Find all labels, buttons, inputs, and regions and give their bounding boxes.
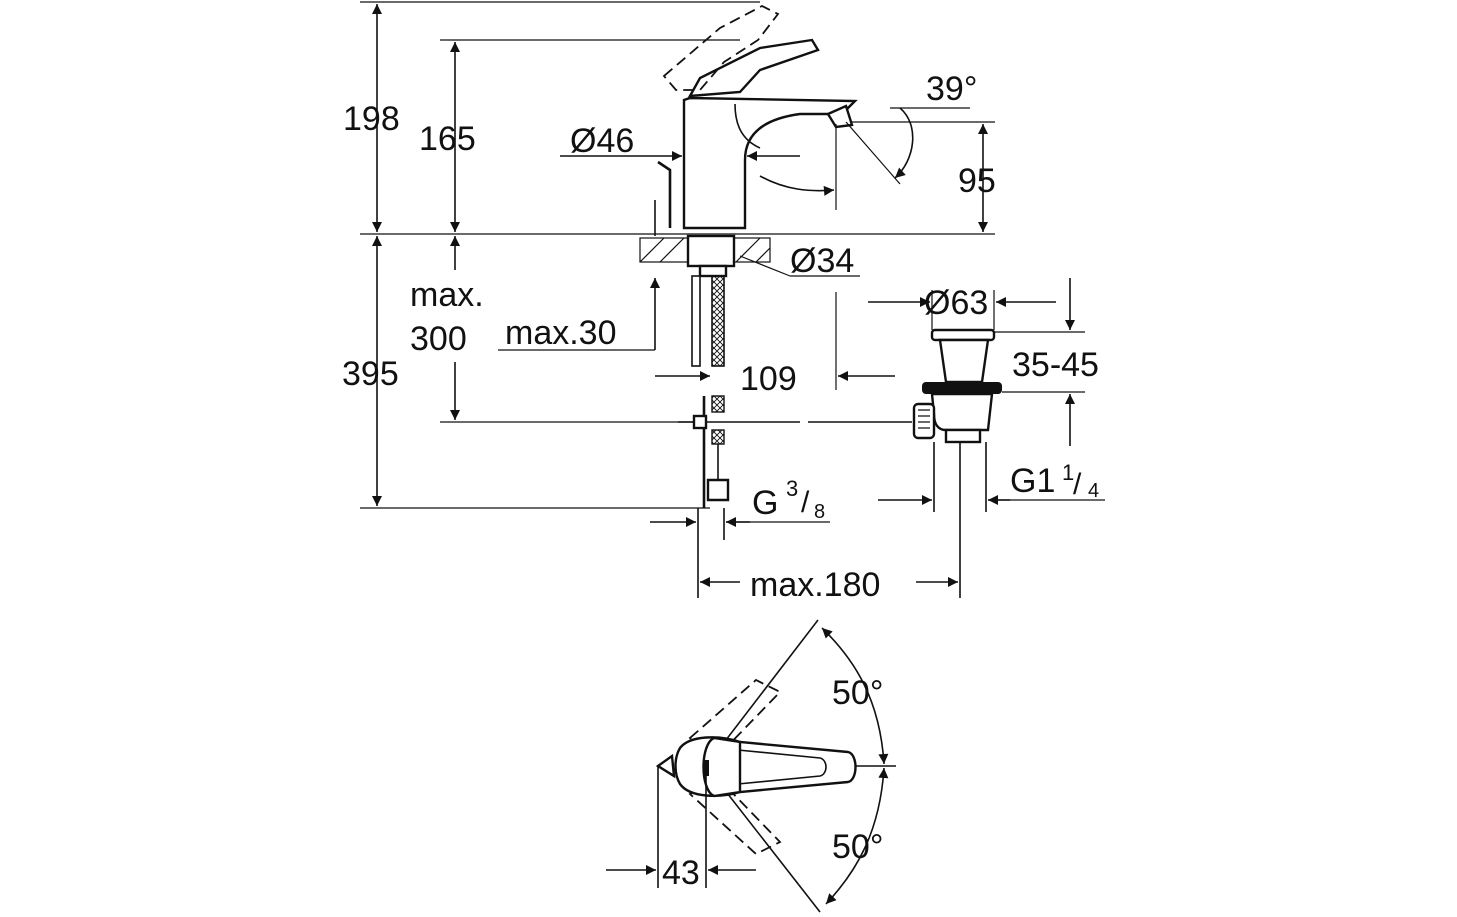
waste-linkage-thread xyxy=(918,409,930,429)
mounting-nut xyxy=(698,264,728,278)
label-g-slash: / xyxy=(801,486,810,519)
label-g1-denominator: 4 xyxy=(1088,480,1099,502)
lever-rotated-right-outline xyxy=(688,774,782,856)
mounting-flange xyxy=(686,234,736,268)
waste-upper-body xyxy=(938,338,990,384)
hose-left xyxy=(691,275,701,367)
label-g1-slash: / xyxy=(1073,468,1082,501)
linkage-clip xyxy=(692,414,708,430)
label-g-connection: G xyxy=(752,484,778,522)
faucet-plan-spout xyxy=(737,749,827,785)
hose-connector xyxy=(706,478,730,502)
hose-segment-1 xyxy=(711,395,725,413)
label-109: 109 xyxy=(740,360,797,398)
label-95: 95 xyxy=(958,162,996,200)
waste-linkage-nut xyxy=(912,402,936,440)
label-35-45: 35-45 xyxy=(1012,346,1099,384)
label-50-degrees-lower: 50° xyxy=(832,828,883,866)
label-43: 43 xyxy=(662,854,700,892)
lever xyxy=(687,38,820,98)
side-elevation xyxy=(360,1,1105,598)
angle-line-39 xyxy=(845,121,901,185)
label-165: 165 xyxy=(419,120,476,158)
waste-lower-body xyxy=(930,392,994,432)
lever-rotated-left-outline xyxy=(688,678,782,760)
popup-waste xyxy=(912,328,1002,598)
waste-nut xyxy=(922,382,1002,394)
label-g-denominator: 8 xyxy=(814,501,825,523)
popup-rod xyxy=(657,160,672,228)
label-50-degrees-upper: 50° xyxy=(832,674,883,712)
label-diameter-63: Ø63 xyxy=(924,284,988,322)
plan-view xyxy=(606,619,896,913)
aerator xyxy=(826,104,854,129)
angle-arc-39 xyxy=(894,107,914,179)
deck-hatch-lines xyxy=(639,237,771,263)
dimension-labels: 198 165 39° 95 Ø46 Ø34 max. 300 max.30 1… xyxy=(342,70,1099,892)
label-198: 198 xyxy=(343,100,400,138)
rotation-arc-lower xyxy=(825,767,889,905)
waste-flange xyxy=(930,328,996,342)
hose-right xyxy=(711,275,725,367)
lever-raised-outline xyxy=(662,4,780,91)
arc-spout-flow xyxy=(759,175,835,196)
deck-section xyxy=(639,234,771,278)
label-395: 395 xyxy=(342,355,399,393)
label-39-degrees: 39° xyxy=(926,70,977,108)
label-g1: G1 xyxy=(1010,462,1055,500)
label-max180: max.180 xyxy=(750,566,880,604)
label-max30: max.30 xyxy=(505,314,617,352)
waste-tail-collar xyxy=(944,428,982,444)
label-g1-numerator: 1 xyxy=(1062,460,1074,485)
lever-plan xyxy=(702,736,742,798)
label-diameter-46: Ø46 xyxy=(570,122,634,160)
label-diameter-34: Ø34 xyxy=(790,242,854,280)
rotation-arc-upper xyxy=(821,627,889,765)
spout-curve xyxy=(734,103,761,149)
label-300: 300 xyxy=(410,320,467,358)
hose-segment-2 xyxy=(711,429,725,445)
label-max: max. xyxy=(410,276,484,314)
label-g-numerator: 3 xyxy=(786,476,798,501)
leader-34 xyxy=(739,255,791,277)
popup-rod-plan xyxy=(655,753,676,779)
